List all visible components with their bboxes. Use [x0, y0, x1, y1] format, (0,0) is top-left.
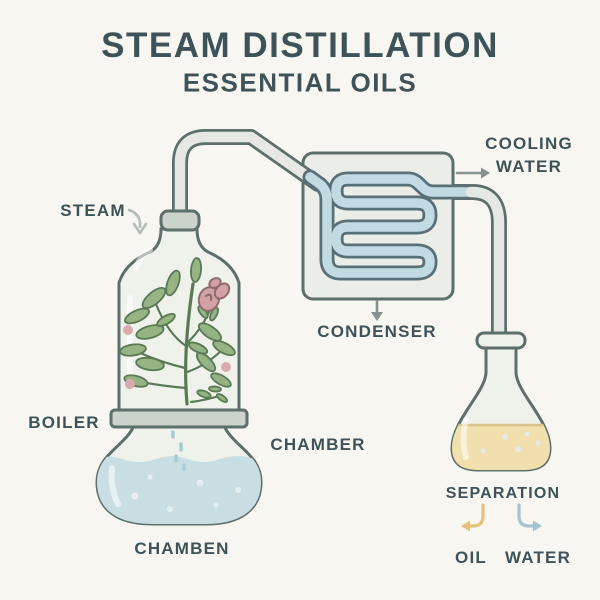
label-steam: STEAM	[60, 201, 126, 220]
steam-pipe	[172, 129, 326, 226]
flower-icon	[197, 277, 231, 322]
page-title: STEAM DISTILLATION	[101, 26, 499, 65]
water-arrow-icon	[517, 503, 542, 532]
label-chamber: CHAMBER	[270, 435, 366, 454]
oil-water-fill	[452, 417, 550, 470]
jar-flange	[109, 408, 249, 429]
page-subtitle: ESSENTIAL OILS	[182, 67, 418, 98]
outlet-pipe-fill	[465, 186, 505, 344]
outlet-pipe	[447, 184, 507, 347]
label-separation: SEPARATION	[445, 485, 561, 502]
label-cooling-water: COOLING WATER	[485, 132, 573, 178]
steam-arrow-icon	[127, 208, 148, 235]
jar-neck-collar	[159, 209, 201, 232]
label-water: WATER	[504, 548, 572, 567]
plant-illustration	[119, 257, 236, 406]
label-oil: OIL	[455, 548, 487, 567]
condenser-arrow-icon	[371, 299, 383, 321]
label-chamben: CHAMBEN	[134, 539, 230, 558]
oil-arrow-icon	[461, 503, 485, 532]
cooling-water-arrow-icon	[455, 167, 490, 179]
label-boiler: BOILER	[28, 413, 100, 432]
label-cooling-line1: COOLING	[485, 134, 573, 153]
boiler-water-fill	[97, 456, 261, 524]
label-cooling-line2: WATER	[495, 157, 563, 176]
collection-flask	[450, 331, 552, 472]
round-bottom-flask	[95, 418, 263, 526]
condensing-droplets	[171, 430, 186, 471]
label-condenser: CONDENSER	[317, 322, 437, 341]
condenser-coil	[302, 169, 475, 281]
